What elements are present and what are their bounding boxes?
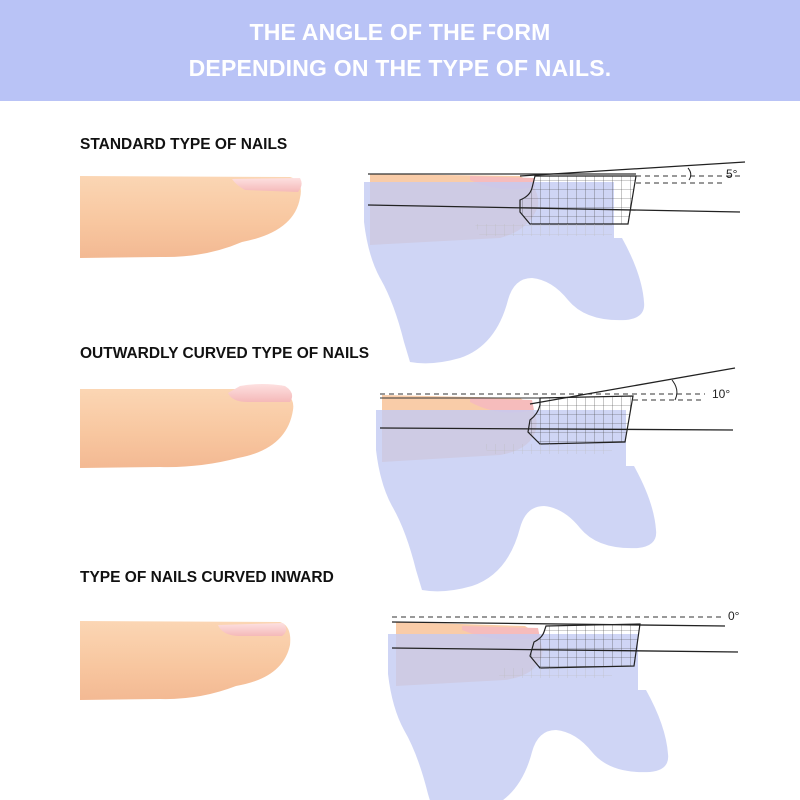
section-title-outward: OUTWARDLY CURVED TYPE OF NAILS	[80, 345, 370, 362]
finger-outward-illustration	[80, 384, 294, 468]
section-title-standard: STANDARD TYPE OF NAILS	[80, 136, 288, 153]
diagram-outward: 10°	[376, 367, 736, 592]
diagram-inward: 0°	[388, 609, 740, 800]
angle-label-standard: 5°	[726, 167, 738, 181]
header-title-line-1: THE ANGLE OF THE FORM	[249, 19, 551, 45]
diagram-standard: 5°	[364, 161, 746, 364]
section-title-inward: TYPE OF NAILS CURVED INWARD	[80, 569, 334, 586]
header-banner: THE ANGLE OF THE FORM DEPENDING ON THE T…	[0, 0, 800, 101]
header-title-line-2: DEPENDING ON THE TYPE OF NAILS.	[188, 55, 612, 81]
finger-standard-illustration	[80, 176, 302, 258]
angle-label-outward: 10°	[712, 387, 730, 401]
finger-inward-illustration	[80, 621, 291, 700]
angle-label-inward: 0°	[728, 609, 740, 623]
